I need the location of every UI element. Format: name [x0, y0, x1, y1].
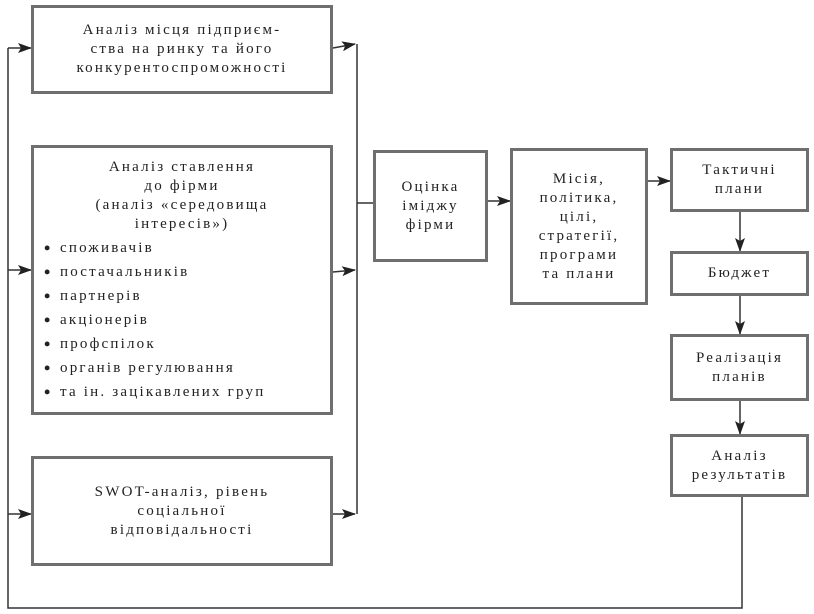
box-text-line: стратегії, — [538, 227, 620, 244]
list-item: органів регулювання — [40, 356, 265, 380]
list-item: та ін. зацікавлених груп — [40, 380, 265, 404]
feedback-loop-line — [7, 48, 743, 609]
box-text-line: цілі, — [559, 208, 599, 225]
box-text-line: ства на ринку та його — [90, 41, 274, 57]
list-item: профспілок — [40, 332, 265, 356]
swot-analysis-box: SWOT-аналіз, рівень соціальної відповіда… — [31, 456, 333, 566]
arrow-from-market-analysis — [332, 41, 356, 52]
box-text-line: Оцінка — [401, 178, 460, 195]
box-text-line: Аналіз місця підприєм- — [82, 22, 282, 38]
image-assessment-box: Оцінка іміджу фірми — [373, 150, 488, 262]
box-text-line: результатів — [691, 466, 788, 483]
box-text-line: Бюджет — [707, 265, 772, 281]
box-text-line: соціальної — [137, 502, 227, 519]
list-item: споживачів — [40, 236, 265, 260]
list-item: партнерів — [40, 284, 265, 308]
box-text-line: SWOT-аналіз, рівень — [94, 483, 270, 500]
box-text-line: Аналіз — [711, 447, 768, 464]
box-text-line: плани — [714, 181, 765, 197]
box-text-line: Тактичні — [702, 162, 777, 178]
box-text-line: (аналіз «середовища — [95, 197, 269, 213]
budget-box: Бюджет — [670, 251, 809, 296]
box-text-line: іміджу — [402, 197, 459, 214]
box-text-line: політика, — [539, 189, 619, 206]
list-item: постачальників — [40, 260, 265, 284]
market-analysis-box: Аналіз місця підприєм- ства на ринку та … — [31, 5, 333, 94]
box-text-line: Аналіз ставлення — [108, 159, 256, 175]
results-analysis-box: Аналіз результатів — [670, 434, 809, 497]
box-text-line: фірми — [405, 216, 456, 233]
box-text-line: Місія, — [552, 170, 606, 187]
list-item: акціонерів — [40, 308, 265, 332]
box-text-line: програми — [539, 246, 619, 263]
box-text-line: конкурентоспроможності — [76, 60, 288, 76]
plan-implementation-box: Реалізація планів — [670, 334, 809, 401]
tactical-plans-box: Тактичні плани — [670, 148, 809, 212]
box-text-line: інтересів») — [134, 216, 230, 232]
box-text-line: та плани — [542, 265, 616, 282]
mission-box: Місія, політика, цілі, стратегії, програ… — [510, 148, 648, 305]
arrow-from-stakeholder-analysis — [332, 266, 356, 277]
box-text-line: Реалізація — [695, 349, 784, 366]
box-text-line: відповідальності — [110, 521, 254, 538]
stakeholder-analysis-box: Аналіз ставлення до фірми (аналіз «серед… — [31, 145, 333, 415]
box-text-line: планів — [712, 368, 767, 385]
box-text-line: до фірми — [144, 178, 220, 194]
stakeholder-list: споживачів постачальників партнерів акці… — [40, 236, 265, 404]
